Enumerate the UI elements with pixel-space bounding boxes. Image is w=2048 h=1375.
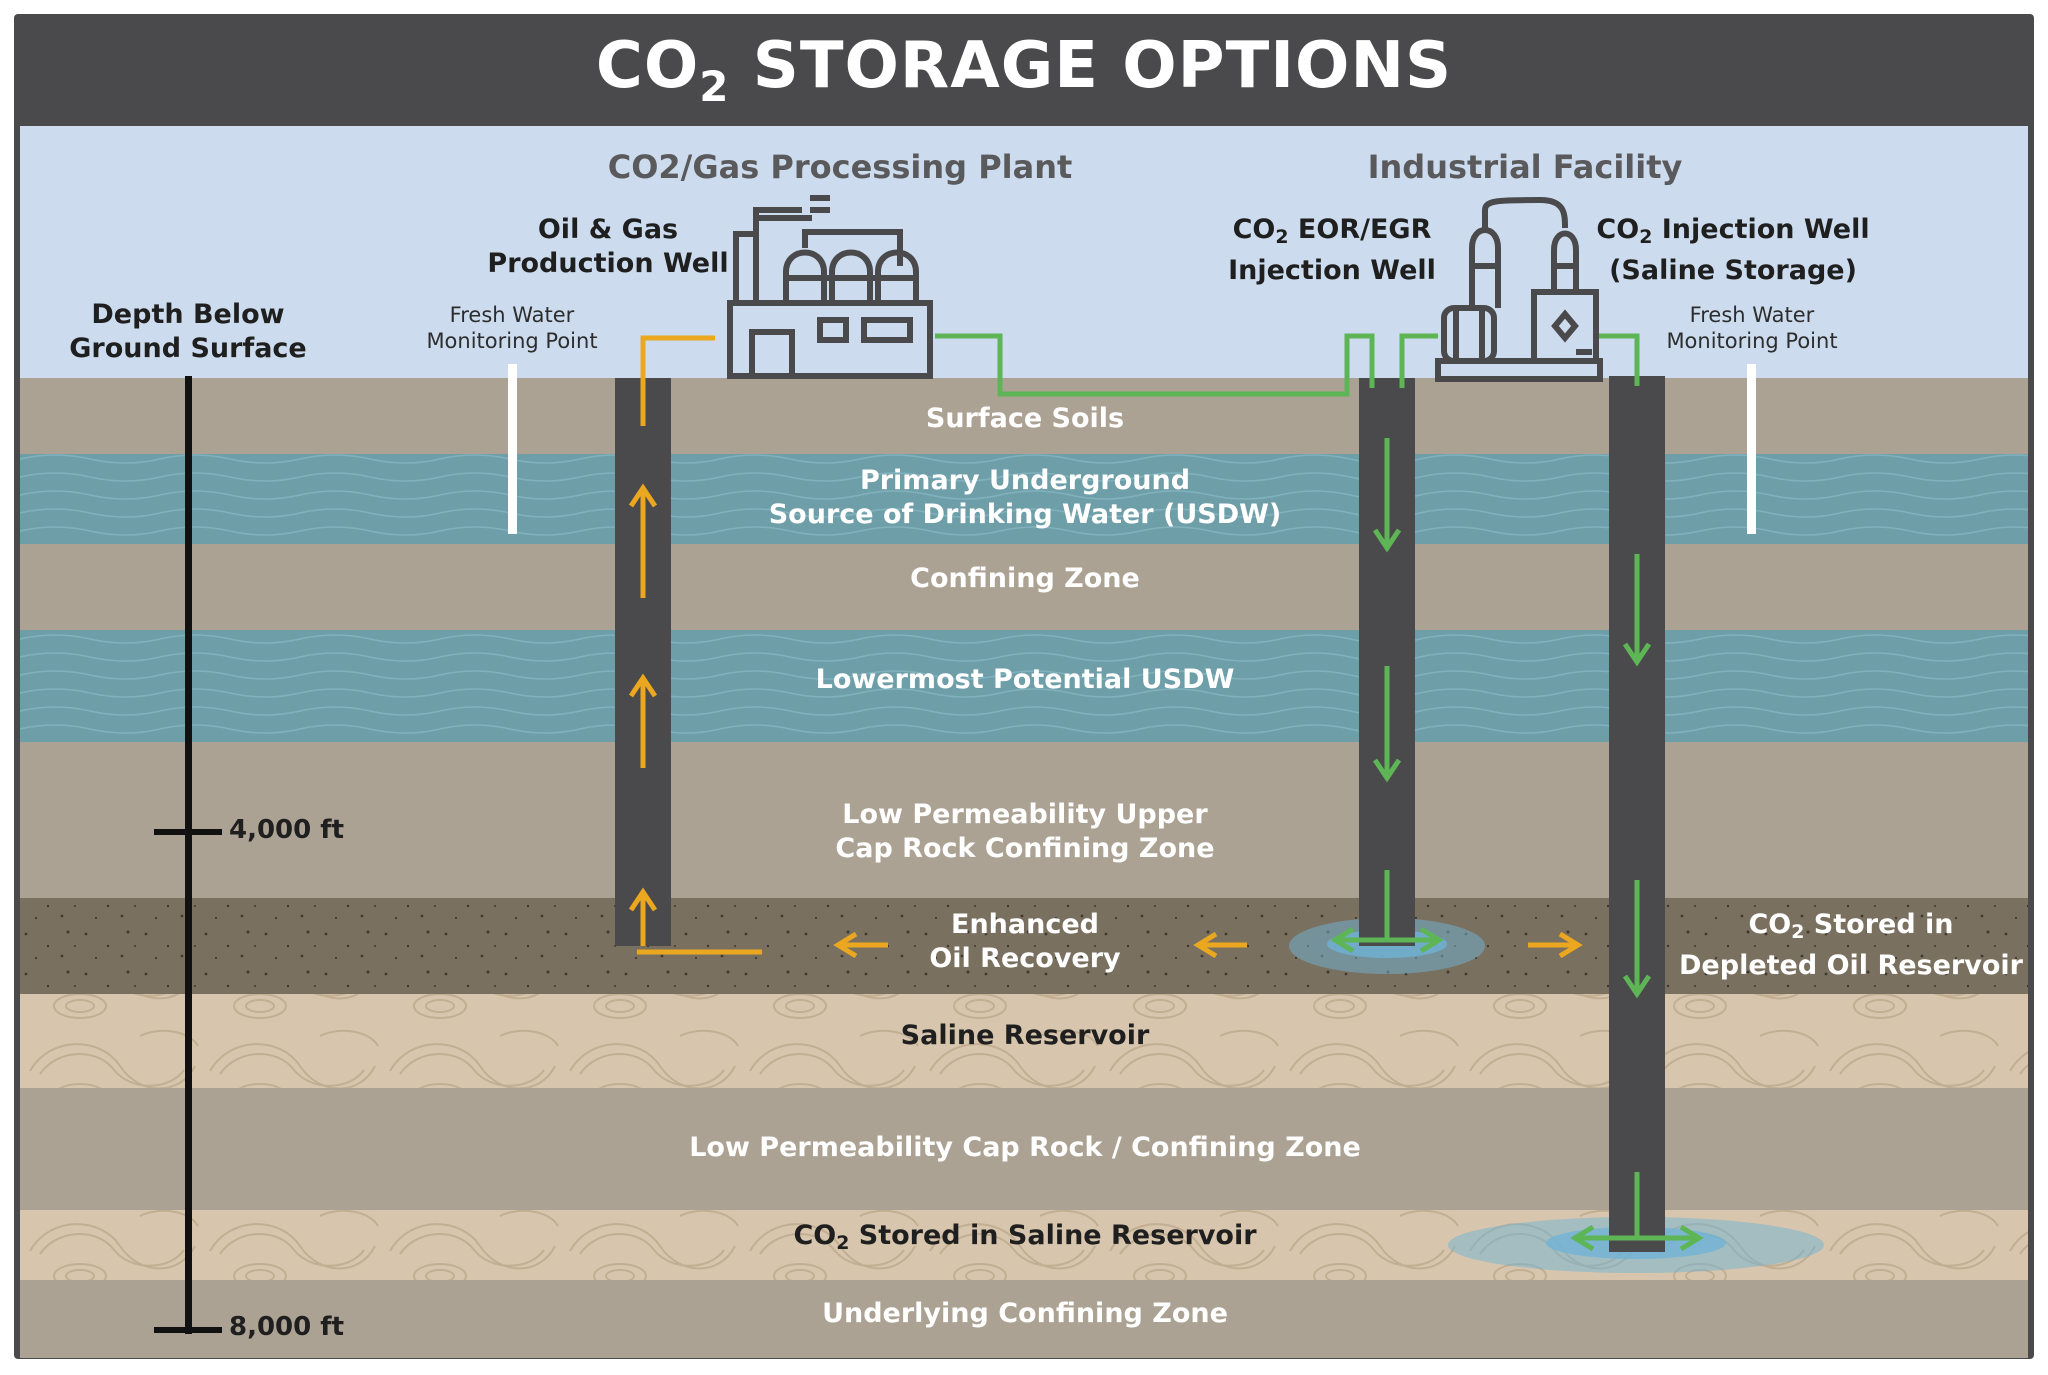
depth-tick-4000-label: 4,000 ft xyxy=(229,815,345,845)
layer-surface-soils xyxy=(20,378,2028,458)
saline-down-arrows xyxy=(1570,554,1704,1252)
eor-zone-line2: Oil Recovery xyxy=(929,943,1121,974)
stored-saline-sub: 2 xyxy=(836,1232,850,1254)
layer-saline-reservoir-contours xyxy=(20,994,2028,1088)
saline-reservoir-label: Saline Reservoir xyxy=(900,1020,1150,1051)
monitoring-right-label: Fresh Water Monitoring Point xyxy=(1632,302,1872,354)
monitoring-left-label: Fresh Water Monitoring Point xyxy=(392,302,632,354)
upper-caprock-line1: Low Permeability Upper xyxy=(842,799,1208,830)
upper-caprock-line2: Cap Rock Confining Zone xyxy=(835,833,1215,864)
saline-line1-prefix: CO xyxy=(1596,214,1640,245)
saline-line1-sub: 2 xyxy=(1639,226,1653,248)
saline-line1-suffix: Injection Well xyxy=(1652,214,1870,245)
layer-confining-zone xyxy=(20,544,2028,630)
title-prefix: CO xyxy=(595,29,700,103)
stored-saline-prefix: CO xyxy=(793,1220,837,1251)
underlying-confining-label: Underlying Confining Zone xyxy=(822,1298,1228,1329)
eor-line1-suffix: EOR/EGR xyxy=(1288,214,1432,245)
depth-tick-8000-label: 8,000 ft xyxy=(229,1312,345,1342)
saline-injection-well-line2: (Saline Storage) xyxy=(1609,255,1857,286)
eor-down-arrows xyxy=(1330,438,1444,954)
depleted-reservoir-label: CO2 Stored in Depleted Oil Reservoir xyxy=(1676,908,2026,983)
monitoring-left-line2: Monitoring Point xyxy=(426,329,598,353)
injection-pipes xyxy=(935,333,1640,397)
saline-injection-well-label: CO2 Injection Well (Saline Storage) xyxy=(1568,213,1898,288)
depleted-reservoir-line2: Depleted Oil Reservoir xyxy=(1679,950,2023,981)
eor-zone-label: Enhanced Oil Recovery xyxy=(875,908,1175,976)
eor-injection-well-label: CO2 EOR/EGR Injection Well xyxy=(1182,213,1482,288)
depth-label-line1: Depth Below xyxy=(91,299,285,330)
layer-primary-usdw-waves xyxy=(20,454,2028,544)
depleted-reservoir-line1: CO2 Stored in xyxy=(1676,908,2026,949)
title-subscript: 2 xyxy=(699,62,730,111)
production-well-label: Oil & Gas Production Well xyxy=(458,213,758,281)
eor-line1-sub: 2 xyxy=(1275,226,1289,248)
industrial-facility-label: Industrial Facility xyxy=(1367,148,1683,186)
eor-zone-line1: Enhanced xyxy=(951,909,1099,940)
production-well-line1: Oil & Gas xyxy=(537,214,679,245)
upper-caprock-label: Low Permeability Upper Cap Rock Confinin… xyxy=(725,798,1325,866)
confining-zone-label: Confining Zone xyxy=(910,563,1140,594)
monitoring-point-left xyxy=(508,364,517,534)
layer-oil-reservoir-speckle xyxy=(20,898,2028,994)
eor-flow-arrows xyxy=(833,931,1583,959)
saline-injection-well-line1: CO2 Injection Well xyxy=(1568,213,1898,254)
depleted-line1-sub: 2 xyxy=(1791,921,1805,943)
depth-tick-4000 xyxy=(154,829,222,835)
lowermost-usdw-label: Lowermost Potential USDW xyxy=(815,664,1235,695)
lower-caprock-label: Low Permeability Cap Rock / Confining Zo… xyxy=(689,1132,1361,1163)
layer-underlying-confining xyxy=(20,1280,2028,1358)
monitoring-right-line1: Fresh Water xyxy=(1689,303,1815,327)
production-well-casing xyxy=(615,378,671,946)
monitoring-right-line2: Monitoring Point xyxy=(1666,329,1838,353)
depleted-line1-prefix: CO xyxy=(1748,909,1792,940)
depth-scale-label: Depth Below Ground Surface xyxy=(48,298,328,366)
page-title: CO2 STORAGE OPTIONS xyxy=(0,22,2048,131)
depleted-line1-suffix: Stored in xyxy=(1804,909,1954,940)
monitoring-left-line1: Fresh Water xyxy=(449,303,575,327)
stored-saline-suffix: Stored in Saline Reservoir xyxy=(849,1220,1257,1251)
eor-injection-well-line2: Injection Well xyxy=(1228,255,1436,286)
layer-lower-caprock xyxy=(20,1088,2028,1210)
industrial-facility-icon xyxy=(1435,196,1603,382)
layer-lowermost-usdw-waves xyxy=(20,630,2028,742)
eor-injection-well-line1: CO2 EOR/EGR xyxy=(1182,213,1482,254)
primary-usdw-line2: Source of Drinking Water (USDW) xyxy=(768,499,1282,530)
eor-line1-prefix: CO xyxy=(1232,214,1276,245)
depth-scale-bar xyxy=(185,376,192,1334)
processing-plant-label: CO2/Gas Processing Plant xyxy=(607,148,1073,186)
production-well-line2: Production Well xyxy=(487,248,729,279)
storage-diagram xyxy=(20,126,2028,1358)
processing-plant-icon xyxy=(727,195,933,379)
monitoring-point-right xyxy=(1747,364,1756,534)
production-flow xyxy=(637,335,762,955)
saline-injection-well-casing xyxy=(1609,376,1665,1252)
primary-usdw-line1: Primary Underground xyxy=(859,465,1191,496)
depth-label-line2: Ground Surface xyxy=(69,333,307,364)
title-suffix: STORAGE OPTIONS xyxy=(729,29,1453,103)
surface-soils-label: Surface Soils xyxy=(925,403,1125,434)
layer-upper-caprock xyxy=(20,742,2028,898)
depth-tick-8000 xyxy=(154,1327,222,1333)
primary-usdw-label: Primary Underground Source of Drinking W… xyxy=(725,464,1325,532)
production-up-arrows xyxy=(628,483,658,946)
sky xyxy=(20,126,2028,378)
stored-saline-label: CO2 Stored in Saline Reservoir xyxy=(725,1219,1325,1260)
